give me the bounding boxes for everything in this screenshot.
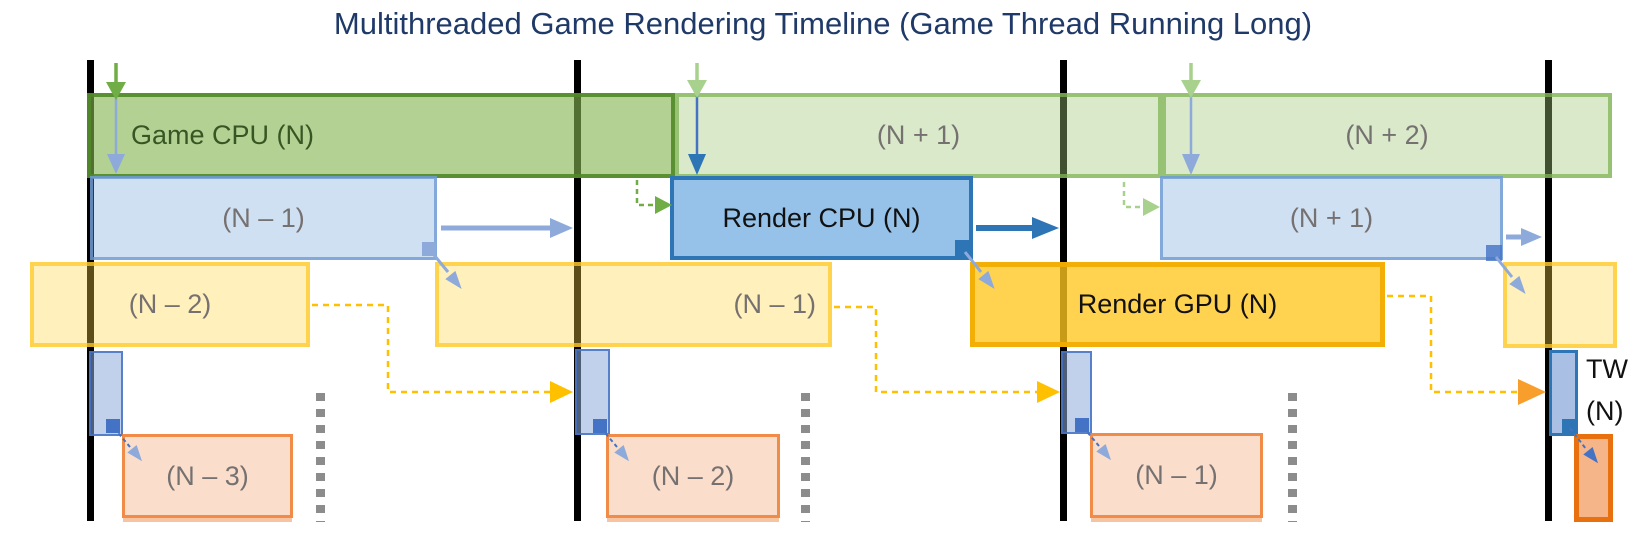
bar-game-cpu-n-plus-2: (N + 2) [1162,93,1612,178]
bar-label: (N + 1) [876,120,961,150]
bar-render-cpu-n-plus-1: (N + 1) [1160,176,1503,260]
frame-boundary-line-1 [87,60,94,521]
bar-label: (N – 1) [733,289,816,319]
present-label: (N – 3) [166,460,249,491]
dotted-continuation-line-1 [316,393,325,522]
present-box-n [1574,434,1613,522]
bar-label: Render GPU (N) [1077,289,1278,319]
bar-label: Render CPU (N) [722,202,921,233]
game-to-render-dashed-arrow-1 [635,180,672,214]
present-label: (N – 1) [1135,460,1218,490]
bar-game-cpu-n-plus-1: (N + 1) [675,93,1162,178]
render-cpu-continue-arrow-1 [441,218,573,238]
present-box-n-minus-3: (N – 3) [122,434,293,518]
frame-boundary-line-2 [574,60,581,521]
bar-game-cpu-n: Game CPU (N) [87,93,675,178]
vsync-wait-box-3 [1061,351,1092,434]
bar-render-gpu-n: Render GPU (N) [970,262,1385,347]
tw-wait-box [1549,350,1578,436]
present-label: (N – 2) [651,460,735,491]
game-to-render-dashed-arrow-2 [1122,182,1160,216]
bar-label: Game CPU (N) [131,120,315,150]
tw-label-line1: TW [1586,354,1628,384]
vsync-wait-box-1 [89,351,123,436]
bar-render-cpu-n: Render CPU (N) [670,176,973,260]
present-box-n-minus-2: (N – 2) [606,434,780,518]
tw-label-line2: (N) [1586,396,1624,426]
render-cpu-continue-arrow-2 [976,217,1059,239]
bar-render-gpu-n-minus-1: (N – 1) [435,262,832,347]
bar-render-gpu-n-next [1503,262,1617,348]
tw-label: TW (N) [1586,352,1628,436]
present-box-n-minus-1: (N – 1) [1090,433,1263,518]
bar-render-cpu-n-minus-1: (N – 1) [90,176,437,260]
render-cpu-continue-arrow-3 [1506,228,1542,246]
bar-label: (N – 1) [222,202,305,233]
vsync-wait-box-2 [575,349,610,435]
bar-label: (N + 2) [1345,120,1429,150]
dotted-continuation-line-3 [1288,393,1297,522]
dotted-continuation-line-2 [801,393,810,522]
frame-boundary-line-4 [1545,60,1552,521]
diagram-title: Multithreaded Game Rendering Timeline (G… [333,6,1313,41]
bar-label: (N – 2) [128,289,212,319]
bar-render-gpu-n-minus-2: (N – 2) [30,262,310,347]
bar-label: (N + 1) [1289,202,1374,233]
